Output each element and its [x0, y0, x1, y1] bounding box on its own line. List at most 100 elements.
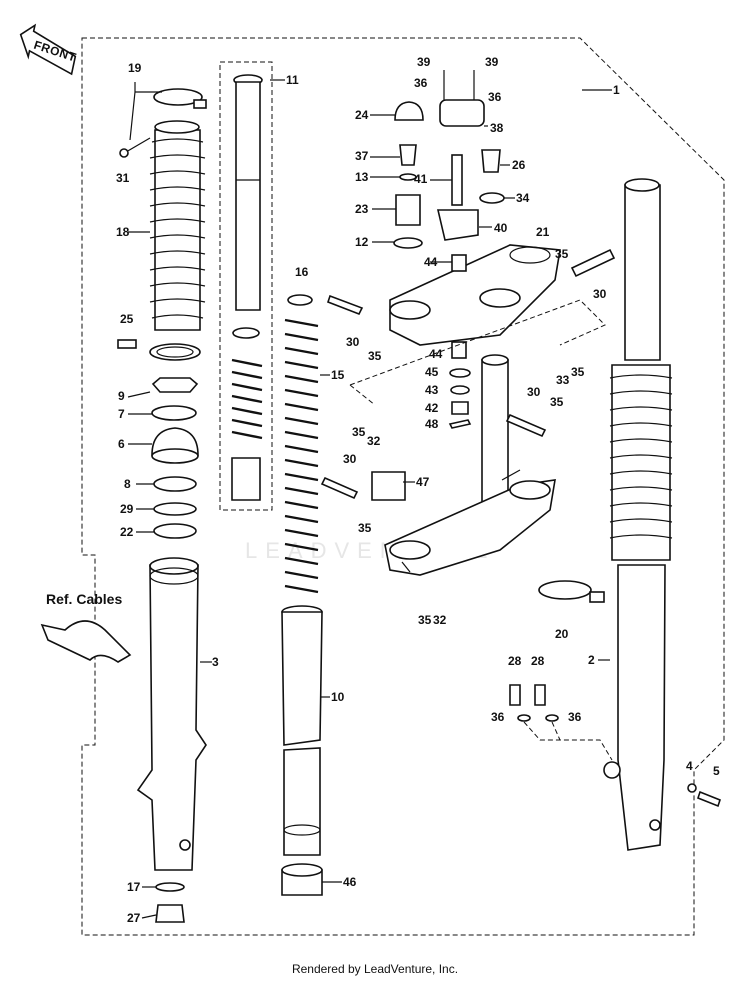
- dust-seal-base: [151, 448, 199, 464]
- callout-41: 41: [414, 172, 428, 186]
- callout-32a: 32: [367, 434, 381, 448]
- leader-lines: [127, 79, 612, 919]
- axle-holder-dash: [523, 721, 613, 761]
- callout-45: 45: [425, 365, 439, 379]
- circlip-9: [151, 377, 199, 393]
- washer-45: [449, 368, 471, 378]
- callout-44b: 44: [429, 347, 443, 361]
- bolt-5: [697, 790, 721, 808]
- callout-42: 42: [425, 401, 439, 415]
- callout-15: 15: [331, 368, 345, 382]
- clamp-screw: [119, 137, 151, 158]
- callout-20: 20: [555, 627, 569, 641]
- callout-12: 12: [355, 235, 369, 249]
- callout-35e: 35: [352, 425, 366, 439]
- callout-30b: 30: [346, 335, 360, 349]
- bolt-28b: [534, 684, 546, 706]
- gasket-17: [155, 882, 185, 892]
- dust-seal-6: [151, 427, 199, 456]
- front-arrow-icon: FRONT: [19, 23, 78, 76]
- rod-washer: [232, 327, 260, 339]
- oil-seal-8: [153, 476, 197, 492]
- bolt-41: [451, 154, 463, 206]
- callout-38: 38: [490, 121, 504, 135]
- callout-36b: 36: [488, 90, 502, 104]
- callout-19: 19: [128, 61, 142, 75]
- bushing-22: [153, 523, 197, 539]
- callout-35f: 35: [358, 521, 372, 535]
- callout-22: 22: [120, 525, 134, 539]
- callout-24: 24: [355, 108, 369, 122]
- rebound-spring: [231, 358, 263, 440]
- footer-credit: Rendered by LeadVenture, Inc.: [291, 962, 459, 976]
- handlebar-holder-38: [439, 70, 485, 127]
- drain-bolt-27: [155, 904, 185, 923]
- callout-30c: 30: [527, 385, 541, 399]
- washer-34: [479, 192, 505, 204]
- callout-8: 8: [124, 477, 131, 491]
- callout-13: 13: [355, 170, 369, 184]
- nut-42: [451, 401, 469, 415]
- bolt-30-top: [570, 248, 616, 278]
- callout-36d: 36: [568, 710, 582, 724]
- callout-7: 7: [118, 407, 125, 421]
- callout-30d: 30: [343, 452, 357, 466]
- callout-36a: 36: [414, 76, 428, 90]
- ref-cables-label: Ref. Cables: [46, 591, 122, 607]
- callout-21: 21: [536, 225, 550, 239]
- fork-spring-15: [284, 318, 319, 594]
- outer-tube-left-3: [136, 557, 207, 871]
- callouts: 1 2 3 4 5 6 7 8 9 10 11 12 13 15 16 17 1…: [46, 55, 720, 925]
- bolt-30-mid: [320, 476, 359, 500]
- callout-17: 17: [127, 880, 141, 894]
- damper-rod-11: [233, 74, 263, 311]
- callout-11: 11: [286, 73, 299, 87]
- callout-35c: 35: [571, 365, 585, 379]
- callout-35d: 35: [550, 395, 564, 409]
- callout-35a: 35: [555, 247, 569, 261]
- callout-40: 40: [494, 221, 508, 235]
- callout-1: 1: [613, 83, 620, 97]
- washer-29: [153, 502, 197, 516]
- callout-23: 23: [355, 202, 369, 216]
- fork-boot-left: [149, 120, 206, 331]
- callout-35b: 35: [368, 349, 382, 363]
- bolt-37: [399, 144, 417, 166]
- callout-31: 31: [116, 171, 130, 185]
- callout-48: 48: [425, 417, 439, 431]
- oring-12: [393, 237, 423, 249]
- callout-34: 34: [516, 191, 530, 205]
- callout-32b: 32: [433, 613, 447, 627]
- callout-10: 10: [331, 690, 345, 704]
- callout-35g: 35: [418, 613, 432, 627]
- callout-5: 5: [713, 764, 720, 778]
- bracket-47: [371, 471, 406, 501]
- callout-27: 27: [127, 911, 141, 925]
- fork-right-assembly-1: [603, 178, 673, 851]
- bolt-30-right: [505, 413, 547, 438]
- ref-cables-clamp: [40, 620, 132, 663]
- washer-43: [450, 385, 470, 395]
- washer-36a: [517, 714, 531, 722]
- callout-3: 3: [212, 655, 219, 669]
- fork-boot-clamp: [153, 88, 207, 109]
- callout-29: 29: [120, 502, 134, 516]
- callout-2: 2: [588, 653, 595, 667]
- bolt-28a: [509, 684, 521, 706]
- callout-18: 18: [116, 225, 130, 239]
- inner-group-box: [219, 61, 273, 511]
- callout-30a: 30: [593, 287, 607, 301]
- callout-9: 9: [118, 389, 125, 403]
- callout-26: 26: [512, 158, 526, 172]
- bolt-26: [481, 149, 501, 173]
- ref-clamp-25: [117, 339, 201, 361]
- nut-group-dash: [349, 299, 606, 406]
- seal-46-top: [281, 863, 323, 877]
- washer-36b: [545, 714, 559, 722]
- upper-bracket-21: [389, 244, 561, 346]
- group-boundary: [81, 37, 725, 936]
- pin-48: [448, 419, 472, 429]
- spring-seat-16: [287, 294, 313, 306]
- holder-40: [436, 209, 479, 241]
